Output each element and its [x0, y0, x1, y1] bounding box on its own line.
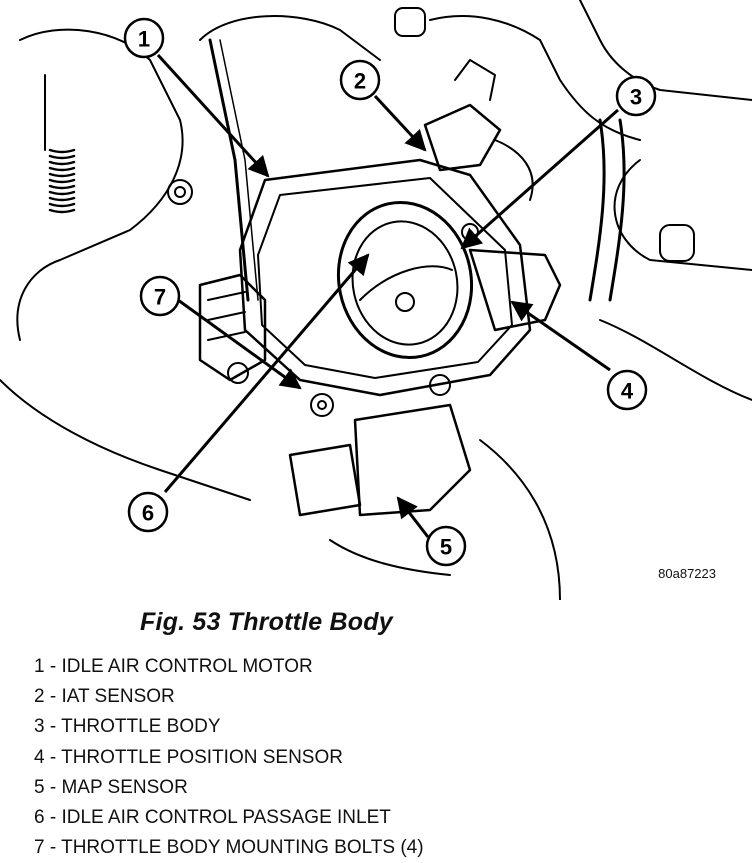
legend-item: 7 - THROTTLE BODY MOUNTING BOLTS (4)	[34, 837, 424, 859]
callout-2-label: 2	[354, 69, 366, 94]
parts-legend: 1 - IDLE AIR CONTROL MOTOR 2 - IAT SENSO…	[34, 652, 424, 863]
callout-6-circle	[127, 491, 169, 533]
callout-4-label: 4	[621, 379, 634, 404]
figure-caption: Fig. 53 Throttle Body	[140, 608, 393, 636]
legend-item: 1 - IDLE AIR CONTROL MOTOR	[34, 656, 313, 677]
legend-item: 4 - THROTTLE POSITION SENSOR	[34, 746, 343, 768]
callout-7-label: 7	[154, 285, 166, 310]
callout-2-circle	[339, 59, 381, 101]
legend-item: 5 - MAP SENSOR	[34, 776, 188, 798]
figure-reference-code: 80a87223	[658, 566, 716, 581]
callout-3-label: 3	[630, 85, 642, 110]
throttle-body-illustration: 1 2 3 4 5 6 7	[0, 0, 752, 600]
legend-item: 2 - IAT SENSOR	[34, 686, 175, 708]
callout-1-label: 1	[138, 27, 150, 52]
callout-3-circle	[615, 75, 657, 117]
callout-6-label: 6	[142, 501, 154, 526]
callout-1-circle	[123, 17, 165, 59]
legend-item: 3 - THROTTLE BODY	[34, 716, 221, 738]
legend-item: 6 - IDLE AIR CONTROL PASSAGE INLET	[34, 806, 391, 828]
callout-5-label: 5	[440, 535, 452, 560]
callout-5-circle	[425, 525, 467, 567]
callout-7-circle	[139, 275, 181, 317]
callout-4-circle	[606, 369, 648, 411]
